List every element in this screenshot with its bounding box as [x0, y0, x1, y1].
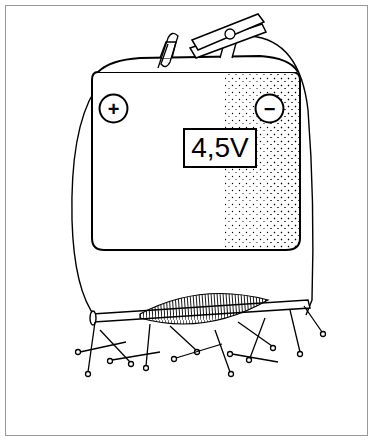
polarity-sign: + [108, 99, 120, 119]
paper-clip [158, 33, 178, 68]
terminal-symbol: + [98, 93, 129, 124]
terminal-symbol: − [254, 93, 285, 124]
pins [76, 306, 326, 377]
polarity-sign: − [264, 99, 276, 119]
voltage-label-box: 4,5V [183, 128, 257, 168]
battery-top [98, 56, 298, 72]
frame [6, 6, 368, 436]
clothespin-spring [225, 29, 235, 39]
voltage-label: 4,5V [191, 134, 249, 162]
coil [140, 294, 268, 324]
clothespin [192, 14, 264, 50]
